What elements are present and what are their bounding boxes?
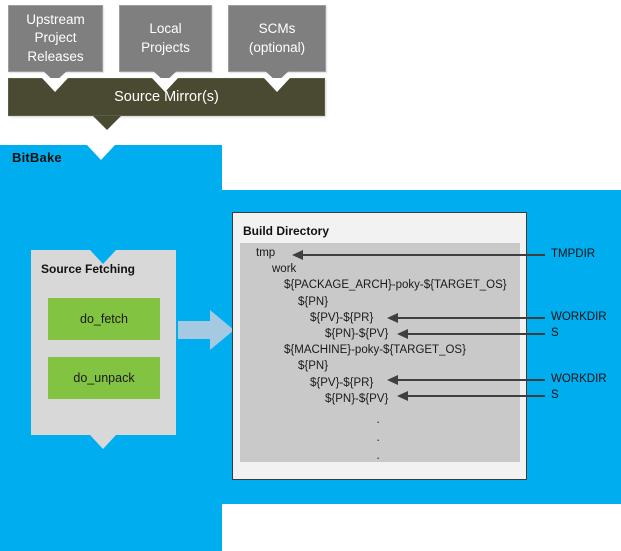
mirror-notch-scms-icon [264,78,290,92]
bitbake-input-notch-icon [87,145,115,160]
source-fetching-panel [31,250,176,435]
source-box-local-text: Local Projects [120,20,211,56]
upstream-line-1: Upstream [26,12,85,28]
task-do-fetch-label: do_fetch [80,312,128,326]
source-box-scms: SCMs (optional) [228,5,326,72]
source-box-local-projects: Local Projects [119,5,212,72]
build-directory-tree-area [240,243,520,462]
tree-row-machine: ${MACHINE}-poky-${TARGET_OS} [284,344,466,357]
tree-row-pnpv-2: ${PN}-${PV} [325,392,389,405]
tree-row-tmp: tmp [256,247,276,259]
callout-label-s-1: S [551,327,559,339]
tree-ellipsis-dot-1: · [376,414,381,429]
scms-line-2: (optional) [248,39,306,55]
tree-row-pn-1: ${PN} [298,295,329,308]
callout-label-workdir-1: WORKDIR [551,311,607,323]
callout-arrowhead-workdir-2 [387,375,398,385]
fetch-panel-output-notch-icon [90,435,116,449]
callout-line-s-2 [408,395,545,398]
upstream-line-3: Releases [27,48,84,64]
local-line-1: Local [149,21,182,37]
local-line-2: Projects [141,39,190,55]
callout-label-tmpdir: TMPDIR [551,248,596,260]
build-directory-title: Build Directory [243,224,330,238]
tree-row-pn-2: ${PN} [298,360,329,373]
fetch-panel-input-notch-icon [90,250,116,264]
source-box-scms-text: SCMs (optional) [229,20,325,56]
callout-label-s-2: S [551,389,559,401]
callout-arrowhead-s-1 [397,329,408,339]
task-do-unpack[interactable]: do_unpack [48,357,160,399]
tree-ellipsis-dot-2: · [376,432,381,447]
scms-line-1: SCMs [258,21,296,37]
tree-ellipsis-dot-3: · [376,450,381,465]
upstream-line-2: Project [34,30,77,46]
tree-row-pvpr-2: ${PV}-${PR} [310,376,374,389]
tree-row-pvpr-1: ${PV}-${PR} [310,311,374,324]
flow-arrow-icon [178,310,234,350]
task-do-unpack-label: do_unpack [73,371,135,385]
callout-label-workdir-2: WORKDIR [551,373,607,385]
tree-row-pnpv-1: ${PN}-${PV} [325,327,389,340]
source-fetching-title: Source Fetching [41,262,136,276]
bitbake-label: BitBake [12,150,62,165]
callout-arrowhead-tmpdir [292,250,303,260]
tree-row-pkgarch: ${PACKAGE_ARCH}-poky-${TARGET_OS} [284,279,507,292]
task-do-fetch[interactable]: do_fetch [48,298,160,340]
tree-row-work: work [272,263,297,276]
source-box-upstream: Upstream Project Releases [8,5,103,72]
source-box-upstream-text: Upstream Project Releases [9,11,102,66]
build-directory-tree: tmp work ${PACKAGE_ARCH}-poky-${TARGET_O… [240,245,520,407]
mirror-output-arrow-icon [93,116,121,130]
source-mirror-label: Source Mirror(s) [114,89,219,105]
callout-line-workdir-1 [398,317,545,320]
callout-line-s-1 [408,333,545,336]
mirror-notch-local-icon [152,78,178,92]
callout-arrowhead-s-2 [397,391,408,401]
mirror-notch-upstream-icon [42,78,68,92]
callout-line-tmpdir [303,254,545,257]
callout-line-workdir-2 [398,379,545,382]
callout-arrowhead-workdir-1 [387,313,398,323]
